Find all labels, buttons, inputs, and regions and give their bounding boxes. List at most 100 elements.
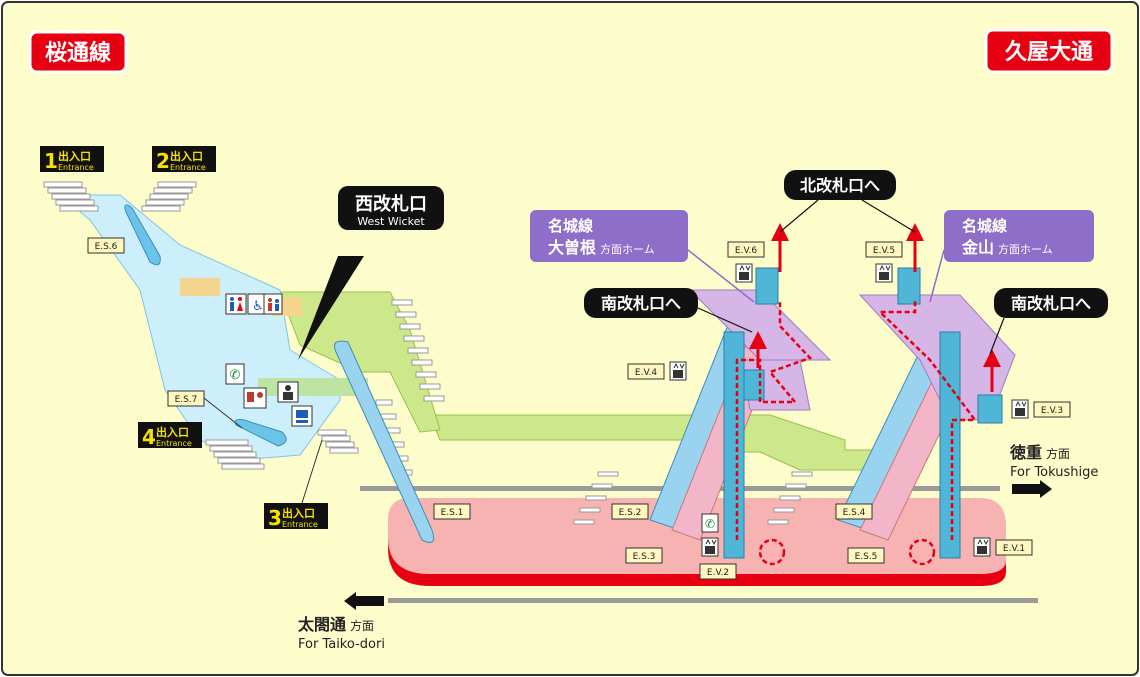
tag-ev4: E.V.4: [627, 363, 665, 380]
ozone-platform-callout: [530, 210, 688, 262]
taiko-jp: 太閤通: [297, 615, 346, 634]
kanayama-line: 名城線: [962, 217, 1007, 235]
station-office-icon: [277, 381, 299, 403]
west-wicket-callout: [338, 186, 444, 230]
exit-1-label: 1 出入口 Entrance: [40, 146, 104, 173]
svg-text:E.S.6: E.S.6: [95, 242, 118, 252]
ozone-suffix: 方面ホーム: [600, 242, 655, 256]
south-wicket-right-line: [989, 317, 1005, 355]
south-wicket-left-badge[interactable]: [584, 288, 698, 318]
south-wicket-left-line: [697, 307, 753, 333]
elevator-ev5-shaft: [897, 267, 921, 305]
escalator-es1: [334, 340, 435, 543]
station-badge-right: [984, 28, 1114, 74]
svg-text:出入口: 出入口: [58, 149, 91, 163]
tokushige-en: For Tokushige: [1010, 465, 1098, 480]
west-wicket-jp: 西改札口: [355, 193, 427, 215]
escalator-es6: [124, 204, 161, 266]
svg-text:Entrance: Entrance: [58, 163, 94, 172]
kanayama-platform-callout: [944, 210, 1094, 262]
svg-text:出入口: 出入口: [170, 149, 203, 163]
svg-text:3: 3: [268, 506, 282, 530]
svg-text:♿: ♿: [252, 299, 264, 314]
ozone-line: 名城線: [548, 217, 593, 235]
exit-3-label: 3 出入口 Entrance: [264, 503, 328, 530]
accessible-route: [735, 300, 978, 566]
taiko-en: For Taiko-dori: [298, 637, 385, 652]
line-badge-left: [28, 30, 128, 74]
svg-text:E.S.3: E.S.3: [633, 552, 656, 562]
svg-text:✆: ✆: [705, 517, 715, 531]
elevator-icon: [669, 361, 687, 381]
svg-text:E.S.1: E.S.1: [441, 508, 464, 518]
svg-text:E.S.4: E.S.4: [843, 508, 866, 518]
tag-ev1: E.V.1: [995, 539, 1033, 556]
tag-es7: E.S.7: [167, 390, 205, 407]
svg-text:出入口: 出入口: [282, 506, 315, 520]
west-wicket-en: West Wicket: [357, 215, 425, 228]
tag-es1: E.S.1: [433, 503, 471, 520]
station-label-right: 久屋大通: [1005, 39, 1093, 65]
exit-3-leader: [301, 439, 323, 504]
elevator-icon: [1011, 399, 1029, 419]
tag-es6: E.S.6: [87, 237, 125, 254]
ozone-callout-line: [687, 249, 755, 303]
svg-text:E.V.2: E.V.2: [707, 568, 729, 578]
stairs-exit-2: [141, 181, 197, 212]
elevator-ev6-shaft: [755, 267, 779, 305]
escalator-es7: [234, 419, 287, 447]
tag-ev2: E.V.2: [699, 563, 737, 580]
tokushige-suffix: 方面: [1046, 446, 1070, 461]
line-label-left: 桜通線: [45, 40, 111, 66]
tag-es4: E.S.4: [835, 503, 873, 520]
svg-text:E.V.6: E.V.6: [735, 246, 757, 256]
west-wicket-pointer: [298, 256, 364, 360]
tag-es7-leader: [203, 397, 243, 429]
svg-text:2: 2: [156, 149, 170, 173]
restroom-icon: [225, 293, 247, 315]
stairs-exit-3: [317, 429, 359, 454]
north-wicket-badge[interactable]: [784, 170, 896, 200]
svg-text:E.S.5: E.S.5: [855, 552, 878, 562]
tag-ev3: E.V.3: [1033, 401, 1071, 418]
svg-text:E.S.2: E.S.2: [619, 508, 642, 518]
exit-2-label: 2 出入口 Entrance: [152, 146, 216, 173]
north-wicket-text: 北改札口へ: [800, 176, 880, 195]
concourse-patch-1: [180, 278, 220, 296]
stairs-west-long: [391, 299, 445, 402]
tag-es2: E.S.2: [611, 503, 649, 520]
south-wicket-right-badge[interactable]: [994, 288, 1108, 318]
tag-ev5: E.V.5: [865, 241, 903, 258]
elevator-icon: [735, 263, 753, 283]
tokushige-jp: 徳重: [1009, 443, 1042, 462]
taiko-suffix: 方面: [350, 618, 374, 633]
kanayama-name: 金山: [961, 238, 994, 257]
fare-adjustment-icon: [291, 405, 313, 427]
elevator-icon: [701, 537, 719, 557]
arrow-tokushige: [1012, 480, 1052, 498]
svg-text:✆: ✆: [230, 368, 241, 383]
tag-es3: E.S.3: [625, 547, 663, 564]
svg-text:E.V.1: E.V.1: [1003, 544, 1025, 554]
tag-es5: E.S.5: [847, 547, 885, 564]
stairs-exit-1: [43, 181, 99, 212]
phone-icon: ✆: [701, 513, 719, 533]
kanayama-suffix: 方面ホーム: [998, 242, 1053, 256]
track-lower: [388, 598, 1038, 603]
ticket-machine-icon: [243, 387, 267, 409]
ozone-name: 大曽根: [548, 238, 596, 257]
elevator-tower-ev1: [939, 331, 961, 559]
elevator-tower-ev2: [723, 331, 745, 559]
svg-text:E.V.5: E.V.5: [873, 246, 895, 256]
north-wicket-line-left: [779, 199, 819, 233]
stairs-exit-4: [205, 439, 265, 470]
elevator-icon: [973, 537, 991, 557]
elevator-icon: [875, 263, 893, 283]
svg-text:E.V.3: E.V.3: [1041, 406, 1063, 416]
south-wicket-right-text: 南改札口へ: [1011, 294, 1091, 313]
arrow-taiko: [344, 592, 384, 610]
south-wicket-left-text: 南改札口へ: [601, 294, 681, 313]
svg-text:Entrance: Entrance: [156, 439, 192, 448]
phone-icon: ✆: [225, 363, 245, 385]
